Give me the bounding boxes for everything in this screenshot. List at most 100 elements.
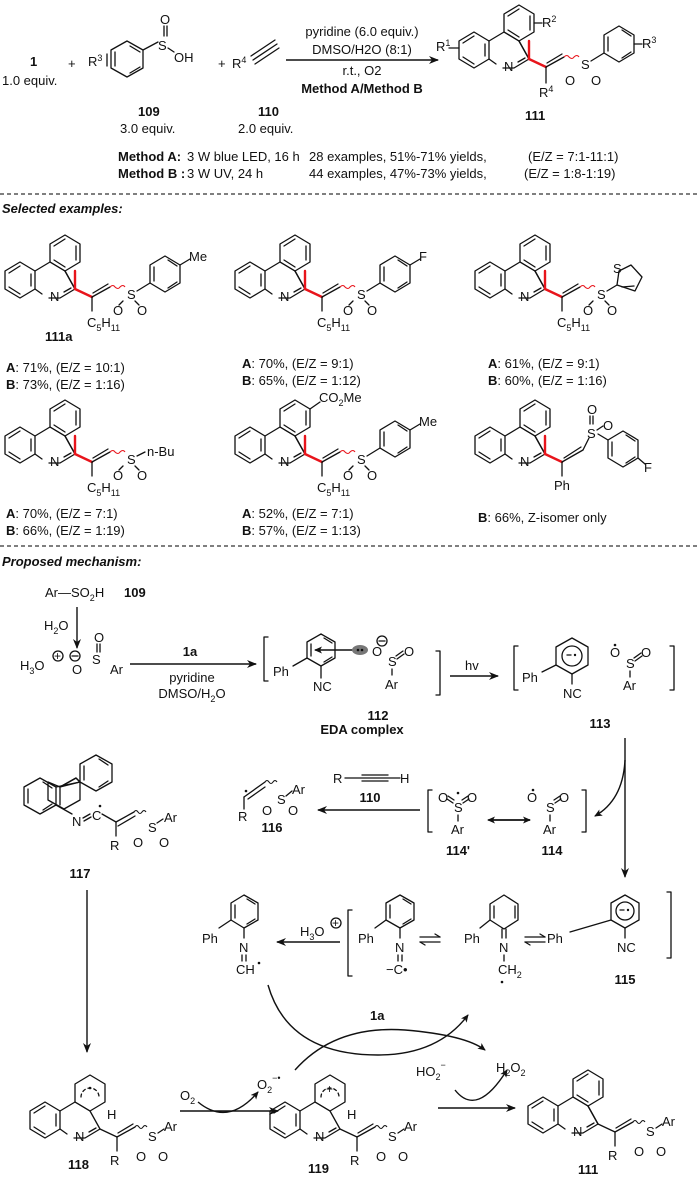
nitrogen-atom: N [395, 940, 404, 955]
selected-examples-heading: Selected examples: [2, 201, 123, 216]
oxygen-atom: O [367, 303, 377, 318]
equilibrium-arrow-icon [524, 933, 546, 946]
aryl-substituent: Me [419, 414, 437, 429]
nitrogen-atom: N [504, 59, 513, 74]
alkyne-label: 110 [360, 790, 381, 805]
phenyl-group: Ph [273, 664, 289, 679]
nitrogen-atom: N [280, 289, 289, 304]
sulfur-atom: S [357, 287, 366, 302]
phenyl-group: Ph [358, 931, 374, 946]
aryl-group: Ar [451, 822, 465, 837]
hydroperoxide: HO2− [416, 1060, 446, 1082]
plus-sign-2: + [218, 56, 226, 71]
sulfur-atom: S [277, 792, 286, 807]
reactant-sulfinic-acid: R3 S O OH 109 3.0 equiv. [88, 12, 194, 136]
sulfur-atom: S [597, 287, 606, 302]
nitrogen-atom: N [520, 289, 529, 304]
substituent-r3: R3 [88, 53, 102, 69]
oxygen-atom: O [343, 303, 353, 318]
aryl-group: Ar [292, 782, 306, 797]
methylene: CH2 [498, 962, 522, 980]
eda-complex-112: Ph NC O S O Ar 112 EDA complex [263, 633, 441, 737]
sulfonyl-res-label: 114' [446, 843, 470, 858]
method-a-conditions: 3 W blue LED, 16 h [187, 149, 300, 164]
yield-line: A: 61%, (E/Z = 9:1) [488, 356, 600, 371]
isocyanide-group: NC [313, 679, 332, 694]
hydronium: H3O [300, 924, 325, 942]
yield-line: A: 70%, (E/Z = 9:1) [242, 356, 354, 371]
method-summary: Method A: 3 W blue LED, 16 h 28 examples… [118, 149, 618, 181]
thiophene-sulfur: S [613, 261, 622, 276]
water-label: H2O [44, 618, 69, 636]
oxygen-atom: O [603, 418, 613, 433]
oxygen-atom: O [288, 803, 298, 818]
sulfur-atom: S [158, 38, 167, 53]
oxygen-atom: O [136, 1149, 146, 1164]
radical-pair-113: Ph NC O S O Ar 113 [513, 637, 675, 731]
phenyl-group: Ph [522, 670, 538, 685]
anion-label: 115 [615, 972, 636, 987]
imidoyl-label: 117 [70, 866, 91, 881]
yield-line: B: 60%, (E/Z = 1:16) [488, 373, 607, 388]
method-a-ez: (E/Z = 7:1-11:1) [528, 149, 618, 164]
aryl-group: Ar [164, 1119, 178, 1134]
reaction-arrow: pyridine (6.0 equiv.) DMSO/H2O (8:1) r.t… [286, 24, 439, 96]
sulfur-atom: S [388, 1129, 397, 1144]
yield-line: A: 70%, (E/Z = 7:1) [6, 506, 118, 521]
substituent-r3: R3 [642, 35, 656, 51]
arrow-reagent-solvent: DMSO/H2O [158, 686, 225, 704]
aryl-group: Ar [543, 822, 557, 837]
hydrogen-atom: H [347, 1107, 356, 1122]
oxygen-atom: O [113, 468, 123, 483]
yield-line: A: 52%, (E/Z = 7:1) [242, 506, 354, 521]
plus-charge-icon: + [54, 649, 61, 663]
oxygen-atom: O [634, 1144, 644, 1159]
condition-base: pyridine (6.0 equiv.) [305, 24, 418, 39]
nitrogen-atom: N [315, 1129, 324, 1144]
sulfur-atom: S [581, 57, 590, 72]
hydrogen-peroxide: H2O2 [496, 1060, 526, 1078]
nitrogen-atom: N [573, 1124, 582, 1139]
nitrogen-atom: N [520, 454, 529, 469]
sulfur-atom: S [127, 452, 136, 467]
method-b-row: Method B : 3 W UV, 24 h 44 examples, 47%… [118, 166, 615, 181]
method-a-summary: 28 examples, 51%-71% yields, [309, 149, 487, 164]
yield-line: B: 65%, (E/Z = 1:12) [242, 373, 361, 388]
nitrogen-atom: N [72, 814, 81, 829]
aryl-group: Ar [164, 810, 178, 825]
sulfur-atom: S [357, 452, 366, 467]
recycled-1a: 1a [370, 1008, 385, 1023]
r-group: R [110, 838, 119, 853]
sulfur-atom: S [454, 800, 463, 815]
method-b-ez: (E/Z = 1:8-1:19) [524, 166, 615, 181]
product-111: N R1 R2 R4 S O O R3 111 [436, 4, 656, 123]
compound-label: 111a [45, 329, 73, 344]
oxygen-atom: O [376, 1149, 386, 1164]
oxygen-atom: O [372, 644, 382, 659]
nitrogen-atom: N [75, 1129, 84, 1144]
product-label: 111 [525, 108, 545, 123]
cyclized-label: 118 [68, 1157, 89, 1172]
sulfur-atom: S [92, 652, 101, 667]
oxygen-atom: O [137, 468, 147, 483]
method-a-row: Method A: 3 W blue LED, 16 h 28 examples… [118, 149, 618, 164]
aryl-group: Ar [623, 678, 637, 693]
oxygen-atom: O [610, 645, 620, 660]
aryl-group: Ar [110, 662, 124, 677]
nitrogen-atom: N [499, 940, 508, 955]
oxygen-atom: O [583, 303, 593, 318]
r-group: R [608, 1148, 617, 1163]
final-product-111: N R S Ar O O 111 [527, 1069, 676, 1177]
reactant-3-label: 110 [258, 104, 279, 119]
reactant-2-label: 109 [138, 104, 160, 119]
hydroxyl-group: OH [174, 50, 194, 65]
oxygen-atom: O [607, 303, 617, 318]
isocyanide-group: NC [563, 686, 582, 701]
reactant-1: 1 1.0 equiv. [2, 54, 57, 88]
sulfinic-acid-label: 109 [124, 585, 146, 600]
oxygen-atom: O [137, 303, 147, 318]
nitrogen-atom: N [239, 940, 248, 955]
